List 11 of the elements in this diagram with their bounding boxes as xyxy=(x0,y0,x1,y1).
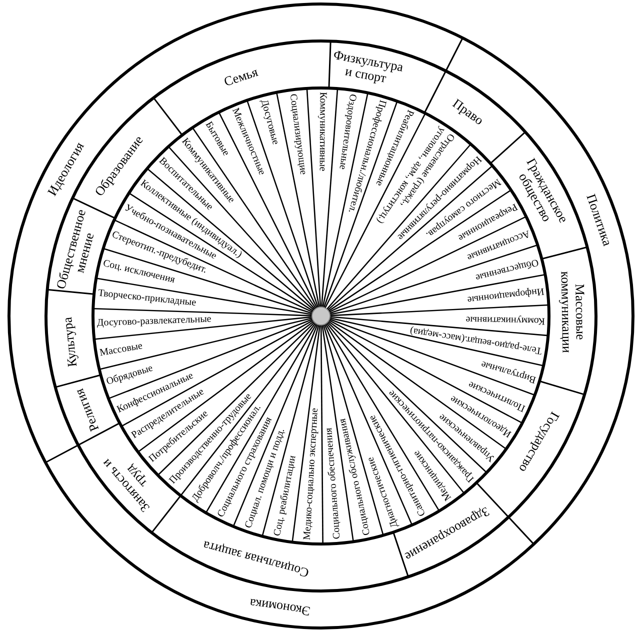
spoke-label: Коммуникативные xyxy=(384,312,546,326)
spoke-label: Коммуникативные xyxy=(316,92,328,252)
spoke-label: Медико-социально экспертные xyxy=(302,380,322,540)
sector-label: Экономика xyxy=(220,592,340,622)
sector-label: Массовые коммуникации xyxy=(558,268,588,354)
sector-label: Культура xyxy=(60,306,81,378)
spoke-label: Досугово-развлекательные xyxy=(96,312,258,330)
sector-label: Физкультура и спорт xyxy=(326,47,408,90)
spoke-label: Творческо-прикладные xyxy=(98,288,258,315)
sector-label: Религия xyxy=(68,375,107,446)
spoke-label: Информационные xyxy=(384,284,544,314)
